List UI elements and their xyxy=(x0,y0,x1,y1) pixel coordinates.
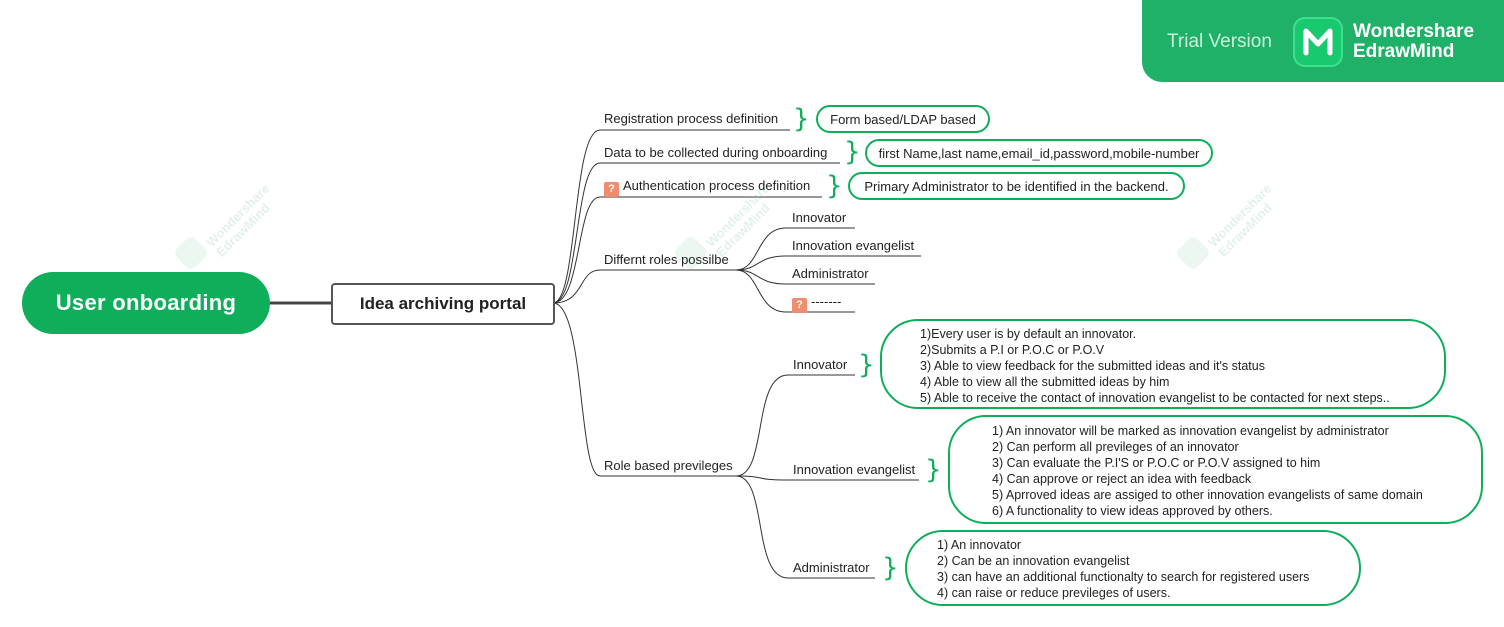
note-administrator[interactable]: 1) An innovator 2) Can be an innovation … xyxy=(905,530,1361,606)
note-line: 4) Can approve or reject an idea with fe… xyxy=(992,472,1252,486)
note-line: 2)Submits a P.I or P.O.C or P.O.V xyxy=(920,343,1105,357)
watermark-text: Wondershare EdrawMind xyxy=(203,180,273,260)
question-icon: ? xyxy=(792,298,807,313)
watermark-logo-icon xyxy=(1177,237,1209,269)
topic-data-collected[interactable]: Data to be collected during onboarding xyxy=(604,145,828,160)
role-item-label: ------- xyxy=(811,294,842,309)
note-line: 3) can have an additional functionalty t… xyxy=(937,570,1310,584)
brace-icon: } xyxy=(844,137,861,167)
note-line: 1) An innovator xyxy=(937,538,1022,552)
watermark: Wondershare EdrawMind xyxy=(670,180,790,270)
note-innovator[interactable]: 1)Every user is by default an innovator.… xyxy=(880,319,1446,409)
note-line: 5) Able to receive the contact of innova… xyxy=(920,391,1390,405)
note-line: 2) Can perform all previleges of an inno… xyxy=(992,440,1239,454)
question-icon: ? xyxy=(604,182,619,197)
watermark-text: Wondershare EdrawMind xyxy=(1205,180,1275,260)
topic-roles[interactable]: Differnt roles possilbe xyxy=(604,252,729,267)
brand-line-1: Wondershare xyxy=(1353,21,1475,42)
note-line: 4) Able to view all the submitted ideas … xyxy=(920,375,1170,389)
note-authentication[interactable]: Primary Administrator to be identified i… xyxy=(848,172,1185,200)
brace-icon: } xyxy=(826,171,843,201)
trial-watermark-banner: Trial Version Wondershare EdrawMind xyxy=(1142,0,1504,82)
note-line: 6) A functionality to view ideas approve… xyxy=(992,504,1273,518)
note-data-collected[interactable]: first Name,last name,email_id,password,m… xyxy=(865,139,1213,167)
root-topic[interactable]: User onboarding xyxy=(22,272,270,334)
watermark: Wondershare EdrawMind xyxy=(1172,180,1292,270)
brace-icon: } xyxy=(858,350,875,380)
role-item[interactable]: Innovator xyxy=(792,210,847,225)
previlege-administrator[interactable]: Administrator xyxy=(793,560,870,575)
main-topic[interactable]: Idea archiving portal xyxy=(331,283,555,325)
note-evangelist[interactable]: 1) An innovator will be marked as innova… xyxy=(948,415,1483,524)
brace-icon: } xyxy=(882,553,899,583)
role-item[interactable]: Innovation evangelist xyxy=(792,238,915,253)
watermark-logo-icon xyxy=(175,237,207,269)
brace-icon: } xyxy=(793,104,810,134)
note-line: 1)Every user is by default an innovator. xyxy=(920,327,1137,341)
edrawmind-logo-icon xyxy=(1293,17,1343,67)
note-line: 4) can raise or reduce previleges of use… xyxy=(937,586,1171,600)
role-item[interactable]: ? ------- xyxy=(792,294,841,313)
note-line: 3) Can evaluate the P.I'S or P.O.C or P.… xyxy=(992,456,1321,470)
note-line: 1) An innovator will be marked as innova… xyxy=(992,424,1389,438)
previlege-evangelist[interactable]: Innovation evangelist xyxy=(793,462,916,477)
watermark-logo-icon xyxy=(675,237,707,269)
note-line: 2) Can be an innovation evangelist xyxy=(937,554,1130,568)
topic-registration[interactable]: Registration process definition xyxy=(604,111,779,126)
note-line: 3) Able to view feedback for the submitt… xyxy=(920,359,1265,373)
brand-name: Wondershare EdrawMind xyxy=(1353,22,1474,62)
note-registration[interactable]: Form based/LDAP based xyxy=(816,105,990,133)
topic-authentication-label: Authentication process definition xyxy=(623,178,811,193)
watermark: Wondershare EdrawMind xyxy=(170,180,290,270)
topic-previleges[interactable]: Role based previleges xyxy=(604,458,733,473)
previlege-innovator[interactable]: Innovator xyxy=(793,357,848,372)
trial-version-label: Trial Version xyxy=(1167,31,1272,52)
topic-authentication[interactable]: ? Authentication process definition xyxy=(604,178,810,197)
role-item[interactable]: Administrator xyxy=(792,266,869,281)
note-line: 5) Aprroved ideas are assiged to other i… xyxy=(992,488,1423,502)
brace-icon: } xyxy=(925,455,942,485)
brand-line-2: EdrawMind xyxy=(1353,41,1455,62)
